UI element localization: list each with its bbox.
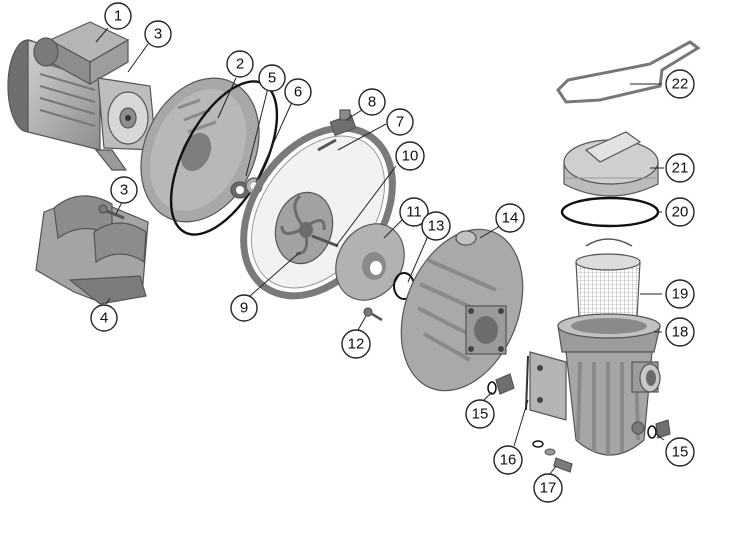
part-lid-key: [556, 40, 701, 104]
callout-11: 11: [399, 197, 429, 227]
svg-text:14: 14: [502, 210, 519, 227]
part-impeller: [274, 191, 339, 265]
svg-text:17: 17: [540, 480, 557, 497]
svg-text:4: 4: [100, 310, 108, 327]
part-foot-screw: [98, 204, 125, 220]
svg-text:13: 13: [428, 218, 445, 235]
svg-text:12: 12: [348, 336, 365, 353]
callout-10: 10: [395, 141, 425, 171]
callout-15-left: 15: [465, 399, 495, 429]
part-diffuser-screw: [363, 307, 383, 322]
callout-13: 13: [421, 211, 451, 241]
callout-22: 22: [665, 69, 695, 99]
callout-8: 8: [358, 88, 386, 116]
callout-group: 1 3 2 5 6 8 7 10 3 11 13 14 4 9 12 22 21…: [90, 2, 695, 503]
callout-20: 20: [665, 197, 695, 227]
callout-7: 7: [386, 108, 414, 136]
svg-text:15: 15: [472, 406, 489, 423]
callout-14: 14: [495, 203, 525, 233]
svg-text:1: 1: [114, 8, 122, 25]
part-clamp-screw: [317, 109, 357, 152]
leader-lines: [95, 27, 665, 475]
part-housing-bolt: [532, 440, 573, 473]
callout-17: 17: [533, 473, 563, 503]
svg-text:19: 19: [672, 286, 689, 303]
callout-12: 12: [341, 329, 371, 359]
callout-5: 5: [258, 64, 286, 92]
callout-21: 21: [665, 153, 695, 183]
part-drain-plug-b: [647, 419, 671, 439]
callout-3-foot: 3: [110, 176, 138, 204]
callout-15-right: 15: [665, 437, 695, 467]
svg-text:8: 8: [368, 94, 376, 111]
svg-text:7: 7: [396, 114, 404, 131]
callout-16: 16: [493, 445, 523, 475]
callout-6: 6: [284, 78, 312, 106]
svg-text:3: 3: [120, 182, 128, 199]
svg-text:11: 11: [406, 204, 422, 221]
svg-text:16: 16: [500, 452, 517, 469]
part-motor-foot: [35, 195, 149, 305]
svg-text:21: 21: [672, 160, 689, 177]
svg-text:6: 6: [294, 84, 302, 101]
callout-3-motor: 3: [144, 20, 172, 48]
callout-1: 1: [104, 2, 132, 30]
svg-text:20: 20: [672, 204, 689, 221]
svg-text:10: 10: [402, 148, 419, 165]
part-prefilter-housing: [529, 313, 661, 456]
svg-text:22: 22: [672, 76, 689, 93]
svg-text:15: 15: [672, 444, 689, 461]
part-diffuser: [335, 223, 405, 301]
part-pump-body-cover: [400, 228, 524, 392]
svg-text:3: 3: [154, 26, 162, 43]
part-flange-gasket: [525, 355, 529, 411]
svg-text:9: 9: [240, 300, 248, 317]
part-strainer-lid: [563, 131, 659, 197]
part-motor: [7, 21, 157, 171]
callout-19: 19: [665, 279, 695, 309]
svg-text:5: 5: [268, 70, 276, 87]
svg-text:2: 2: [236, 56, 244, 73]
svg-text:18: 18: [672, 324, 689, 341]
callout-18: 18: [665, 317, 695, 347]
callout-4: 4: [90, 304, 118, 332]
part-lid-oring: [560, 196, 660, 228]
callout-2: 2: [226, 50, 254, 78]
part-drain-plug-a: [487, 373, 515, 395]
callout-9: 9: [230, 294, 258, 322]
